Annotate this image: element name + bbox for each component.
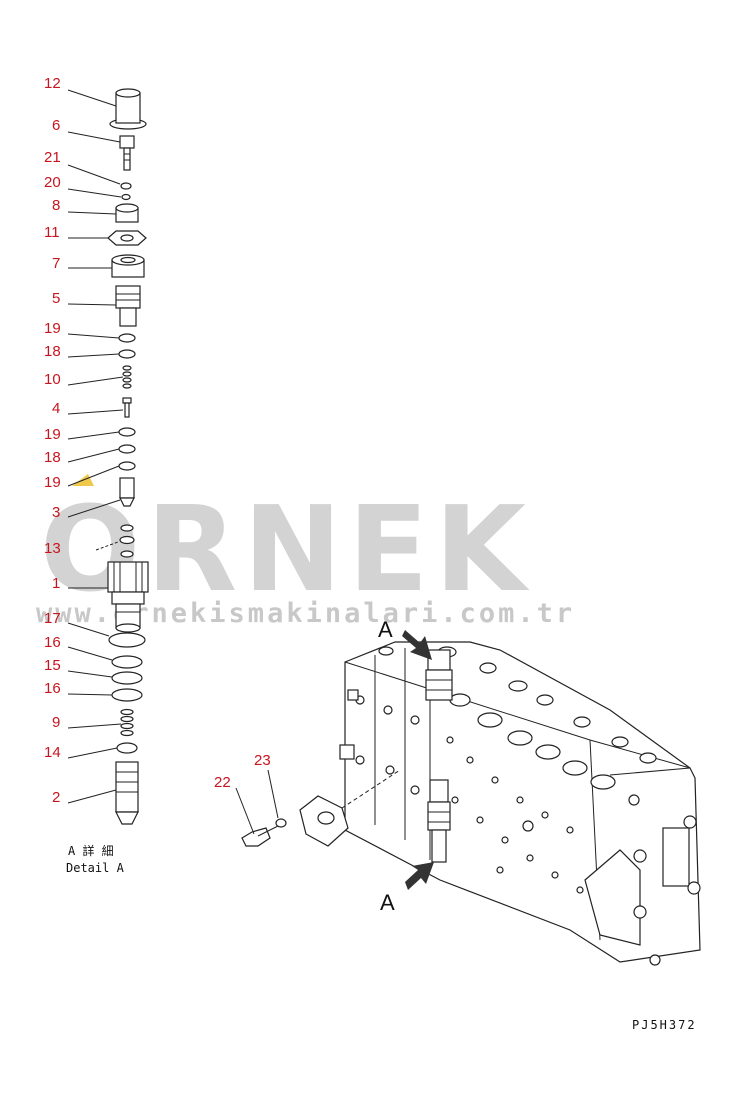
callout-10: 10 — [44, 371, 61, 388]
callout-2: 2 — [52, 789, 60, 806]
end-cover — [299, 769, 401, 847]
part-nut — [115, 203, 139, 223]
callout-21: 21 — [44, 149, 61, 166]
bolt — [241, 825, 279, 847]
leader-lines — [67, 89, 124, 804]
drawing-code: PJ5H372 — [632, 1018, 697, 1032]
part-screw — [119, 135, 135, 171]
callout-23: 23 — [254, 752, 271, 769]
callout-20: 20 — [44, 174, 61, 191]
part-backup-ring-large — [111, 688, 143, 702]
callout-9: 9 — [52, 714, 60, 731]
part-valve-body — [107, 561, 149, 633]
part-plug — [115, 285, 141, 327]
callout-16: 16 — [44, 680, 61, 697]
part-ring — [116, 742, 138, 754]
part-spring-small — [122, 365, 132, 389]
part-backup-ring-large — [111, 655, 143, 669]
valve-assembly — [235, 630, 701, 966]
callout-7: 7 — [52, 255, 60, 272]
view-arrow-bottom — [405, 862, 434, 890]
part-backup-ring — [118, 427, 136, 437]
part-backup-ring — [118, 333, 136, 343]
callout-8: 8 — [52, 197, 60, 214]
callout-15: 15 — [44, 657, 61, 674]
view-marker-a-bottom: A — [380, 890, 395, 915]
part-oring — [118, 349, 136, 359]
callout-1: 1 — [52, 575, 60, 592]
callout-11: 11 — [44, 224, 60, 241]
detail-caption-en: Detail A — [66, 861, 125, 875]
callout-18: 18 — [44, 449, 61, 466]
part-oring — [118, 444, 136, 454]
part-washer-small — [120, 182, 132, 190]
part-large-oring — [108, 632, 146, 648]
part-oring-large — [111, 671, 143, 685]
port-holes — [378, 646, 657, 790]
callout-22: 22 — [214, 774, 231, 791]
part-seal-kit — [95, 524, 135, 558]
exploded-parts — [95, 88, 149, 825]
callouts-detail: 12 6 21 20 8 11 7 5 19 18 10 4 19 18 19 … — [44, 75, 61, 806]
part-lock-nut — [111, 254, 145, 278]
callout-14: 14 — [44, 744, 61, 761]
part-poppet — [119, 477, 135, 507]
callout-19: 19 — [44, 474, 61, 491]
callout-3: 3 — [52, 504, 60, 521]
part-spring — [120, 708, 134, 737]
callout-19: 19 — [44, 426, 61, 443]
callout-4: 4 — [52, 400, 60, 417]
view-marker-a-top: A — [378, 617, 393, 642]
callout-13: 13 — [44, 540, 61, 557]
part-oring-small — [121, 193, 131, 201]
view-arrow-top — [402, 630, 432, 660]
callout-5: 5 — [52, 290, 60, 307]
callout-12: 12 — [44, 75, 61, 92]
part-pin — [122, 397, 132, 418]
part-cap — [109, 88, 147, 130]
callout-18: 18 — [44, 343, 61, 360]
callout-6: 6 — [52, 117, 60, 134]
callout-17: 17 — [44, 610, 61, 627]
installed-relief-valve — [425, 649, 453, 863]
callout-19: 19 — [44, 320, 61, 337]
washer — [275, 818, 287, 828]
detail-caption-jp: A 詳 細 — [68, 843, 114, 858]
part-sleeve — [115, 761, 139, 825]
part-backup-ring — [118, 461, 136, 471]
callout-16: 16 — [44, 634, 61, 651]
